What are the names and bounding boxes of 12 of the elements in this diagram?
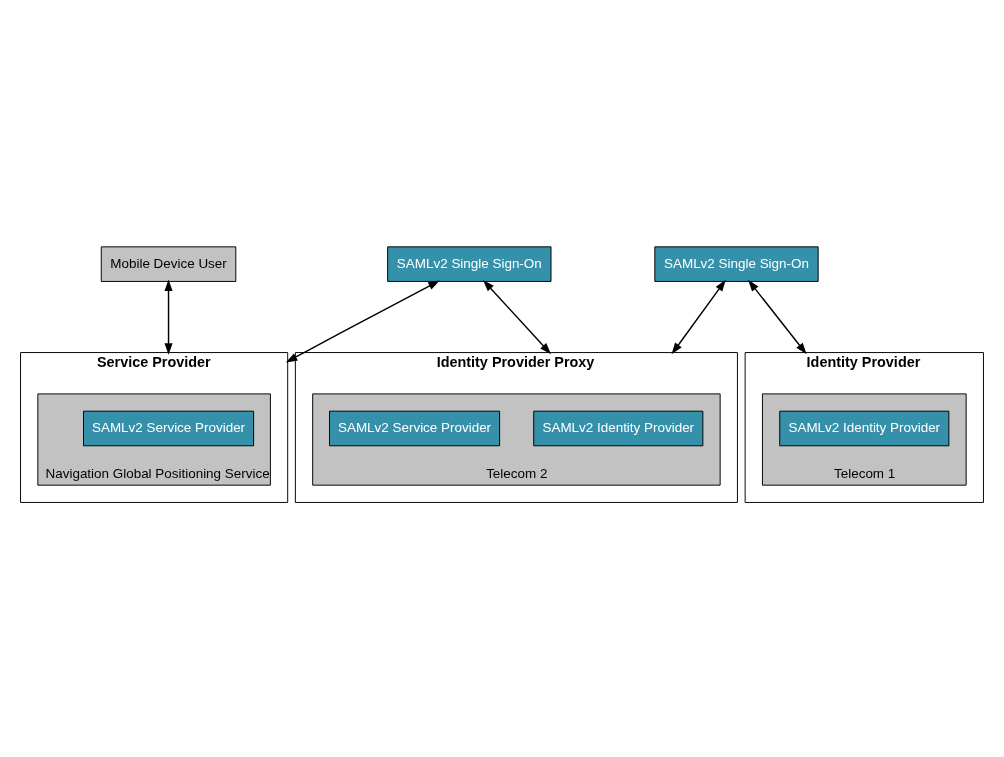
node-box: SAMLv2 Single Sign-On bbox=[654, 246, 819, 282]
arrow bbox=[482, 279, 551, 355]
node-box: Mobile Device User bbox=[100, 246, 237, 282]
node-box: SAMLv2 Single Sign-On bbox=[387, 246, 552, 282]
node-box: SAMLv2 Service Provider bbox=[83, 410, 255, 447]
node-box: SAMLv2 Identity Provider bbox=[533, 410, 704, 447]
arrow bbox=[671, 279, 726, 355]
node-box: SAMLv2 Identity Provider bbox=[779, 410, 950, 447]
arrow bbox=[748, 279, 807, 355]
arrow bbox=[164, 279, 173, 355]
arrow bbox=[285, 280, 440, 363]
node-box: SAMLv2 Service Provider bbox=[329, 410, 501, 447]
